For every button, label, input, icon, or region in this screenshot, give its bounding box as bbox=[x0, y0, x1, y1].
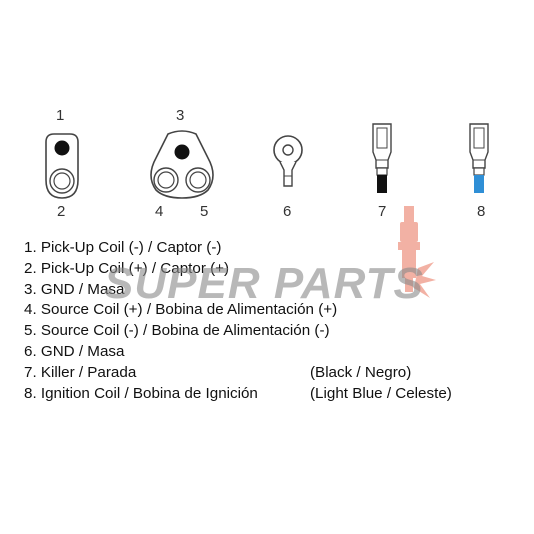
legend-label: 7. Killer / Parada bbox=[24, 363, 137, 381]
legend-label: 6. GND / Masa bbox=[24, 342, 125, 360]
three-pin-connector: 3 4 5 bbox=[150, 107, 214, 220]
light-blue-wire bbox=[474, 175, 484, 193]
pin-legend: 1. Pick-Up Coil (-) / Captor (-) 2. Pick… bbox=[24, 238, 514, 404]
legend-item: 7. Killer / Parada (Black / Negro) bbox=[24, 363, 514, 384]
black-wire bbox=[377, 175, 387, 193]
pin-number-5: 5 bbox=[200, 203, 208, 220]
ring-terminal: 6 bbox=[273, 135, 303, 220]
legend-item: 4. Source Coil (+) / Bobina de Alimentac… bbox=[24, 300, 514, 321]
legend-item: 8. Ignition Coil / Bobina de Ignición (L… bbox=[24, 384, 514, 405]
legend-label: 1. Pick-Up Coil (-) / Captor (-) bbox=[24, 239, 222, 256]
legend-wire-color: (Black / Negro) bbox=[310, 363, 412, 381]
pin-1-terminal bbox=[54, 140, 70, 156]
pin-number-4: 4 bbox=[155, 203, 163, 220]
legend-item: 3. GND / Masa bbox=[24, 280, 514, 301]
pin-3-terminal bbox=[174, 144, 190, 160]
pin-number-7: 7 bbox=[378, 203, 386, 220]
pin-number-1: 1 bbox=[56, 107, 64, 124]
legend-label: 5. Source Coil (-) / Bobina de Alimentac… bbox=[24, 322, 330, 340]
pin-number-8: 8 bbox=[477, 203, 485, 220]
legend-item: 6. GND / Masa bbox=[24, 342, 514, 363]
pin-number-2: 2 bbox=[57, 203, 65, 220]
legend-label: 4. Source Coil (+) / Bobina de Alimentac… bbox=[24, 301, 338, 319]
spade-terminal-light-blue: 8 bbox=[469, 123, 489, 220]
spade-terminal-black: 7 bbox=[372, 123, 392, 220]
legend-label: 3. GND / Masa bbox=[24, 280, 125, 298]
legend-item: 2. Pick-Up Coil (+) / Captor (+) bbox=[24, 259, 514, 280]
pin-number-3: 3 bbox=[176, 107, 184, 124]
legend-wire-color: (Light Blue / Celeste) bbox=[310, 384, 452, 402]
legend-label: 8. Ignition Coil / Bobina de Ignición bbox=[24, 384, 258, 402]
two-pin-connector: 1 2 bbox=[45, 107, 79, 220]
legend-item: 5. Source Coil (-) / Bobina de Alimentac… bbox=[24, 321, 514, 342]
legend-label: 2. Pick-Up Coil (+) / Captor (+) bbox=[24, 259, 230, 277]
pin-number-6: 6 bbox=[283, 203, 291, 220]
legend-item: 1. Pick-Up Coil (-) / Captor (-) bbox=[24, 238, 514, 259]
